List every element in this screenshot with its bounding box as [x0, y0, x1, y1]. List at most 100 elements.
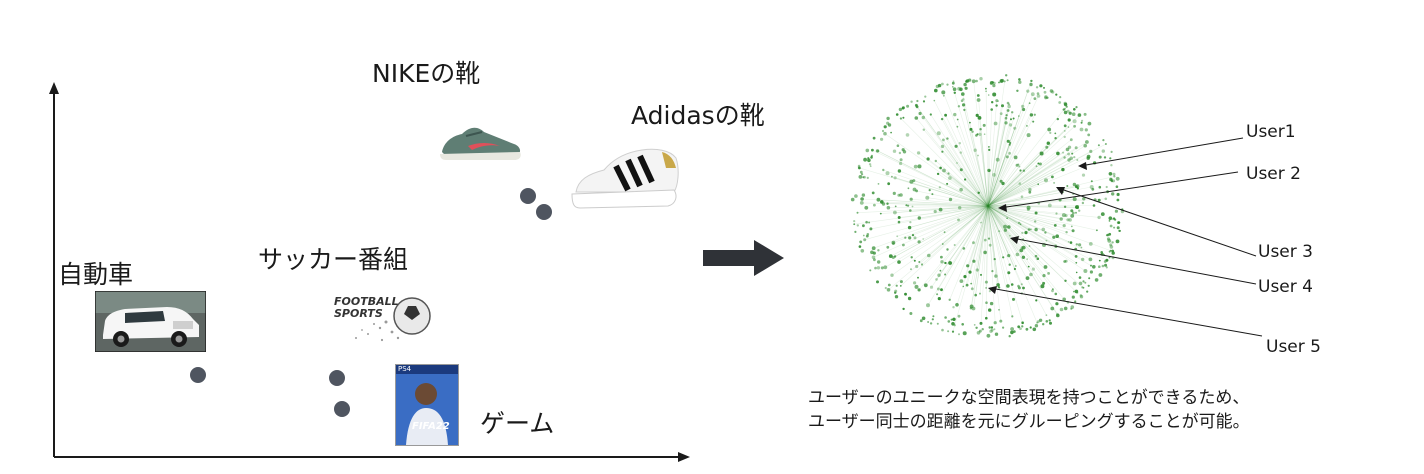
network-edge: [987, 91, 1029, 207]
network-edge: [987, 205, 1086, 272]
network-node: [1087, 284, 1090, 287]
network-node: [881, 129, 885, 133]
network-node: [1068, 218, 1072, 222]
network-node: [966, 264, 970, 268]
network-edge: [987, 165, 1018, 207]
network-node: [1070, 214, 1075, 218]
user2-pointer: [999, 171, 1239, 209]
user5-pointer: [989, 287, 1263, 337]
network-edge: [987, 163, 1041, 207]
network-node: [902, 307, 905, 311]
network-edge: [987, 153, 1059, 207]
network-node: [978, 132, 982, 136]
network-node: [1072, 281, 1077, 286]
network-node: [1010, 330, 1014, 335]
network-edge: [956, 205, 989, 305]
network-node: [1062, 151, 1065, 154]
network-node: [1108, 216, 1113, 220]
network-node: [1046, 96, 1049, 99]
network-node: [1010, 283, 1014, 286]
network-node: [1031, 267, 1035, 271]
network-node: [985, 90, 987, 92]
network-edge: [987, 205, 1059, 316]
network-node: [959, 151, 962, 154]
network-node: [997, 286, 1001, 289]
network-node: [934, 88, 938, 93]
network-node: [1051, 175, 1054, 179]
network-edge: [987, 205, 1043, 287]
network-node: [962, 285, 965, 288]
user1-label: User1: [1246, 122, 1296, 142]
network-node: [1078, 209, 1081, 212]
network-node: [876, 280, 879, 284]
network-node: [1039, 84, 1043, 88]
network-node: [1081, 201, 1085, 205]
network-node: [895, 284, 898, 287]
network-node: [964, 275, 966, 277]
network-node: [950, 318, 953, 321]
network-node: [1011, 111, 1014, 114]
network-node: [1001, 181, 1005, 186]
network-node: [958, 206, 962, 210]
network-node: [926, 303, 930, 308]
network-node: [1086, 156, 1090, 160]
network-node: [1071, 112, 1076, 116]
network-node: [1108, 220, 1111, 222]
user3-pointer: [1057, 187, 1257, 257]
network-node: [1022, 169, 1026, 172]
network-node: [914, 284, 919, 289]
network-node: [877, 249, 880, 252]
network-node: [1063, 130, 1066, 132]
network-node: [876, 197, 881, 202]
network-node: [999, 112, 1003, 115]
network-node: [940, 288, 943, 292]
network-node: [887, 283, 891, 287]
network-node: [944, 262, 947, 264]
network-node: [1064, 279, 1067, 282]
network-edge: [987, 94, 1034, 207]
network-node: [952, 306, 955, 309]
network-node: [1018, 78, 1021, 81]
network-edge: [987, 156, 1089, 207]
network-edge: [911, 198, 989, 207]
network-edge: [987, 141, 1088, 207]
network-node: [917, 240, 921, 244]
label-car: 自動車: [58, 260, 134, 289]
network-node: [922, 100, 926, 103]
network-node: [977, 154, 979, 157]
network-node: [1017, 286, 1021, 290]
network-node: [998, 230, 1001, 233]
network-node: [979, 77, 983, 81]
network-node: [1071, 211, 1075, 215]
network-node: [1051, 289, 1054, 293]
network-edge: [900, 118, 989, 207]
game-platform-label: PS4: [396, 365, 458, 374]
network-edge: [987, 198, 1106, 207]
network-node: [880, 137, 884, 141]
network-node: [988, 243, 992, 247]
network-node: [870, 250, 874, 255]
network-node: [1073, 108, 1076, 111]
network-edge: [979, 134, 989, 207]
network-node: [947, 330, 950, 333]
network-node: [1028, 102, 1031, 105]
network-node: [876, 266, 881, 270]
network-node: [1042, 323, 1045, 326]
network-node: [883, 265, 888, 270]
network-node: [859, 201, 864, 205]
network-edge: [987, 163, 1039, 207]
network-node: [1090, 264, 1092, 267]
network-node: [1018, 165, 1021, 168]
network-node: [941, 328, 944, 332]
network-node: [1025, 327, 1029, 331]
network-node: [985, 287, 987, 289]
network-node: [929, 113, 932, 116]
network-edge: [949, 177, 989, 207]
network-node: [1081, 257, 1085, 262]
network-node: [867, 157, 870, 160]
network-node: [1018, 115, 1020, 117]
network-node: [912, 179, 916, 183]
network-node: [1070, 307, 1073, 310]
network-nodes: [850, 74, 1125, 338]
network-node: [883, 125, 887, 129]
